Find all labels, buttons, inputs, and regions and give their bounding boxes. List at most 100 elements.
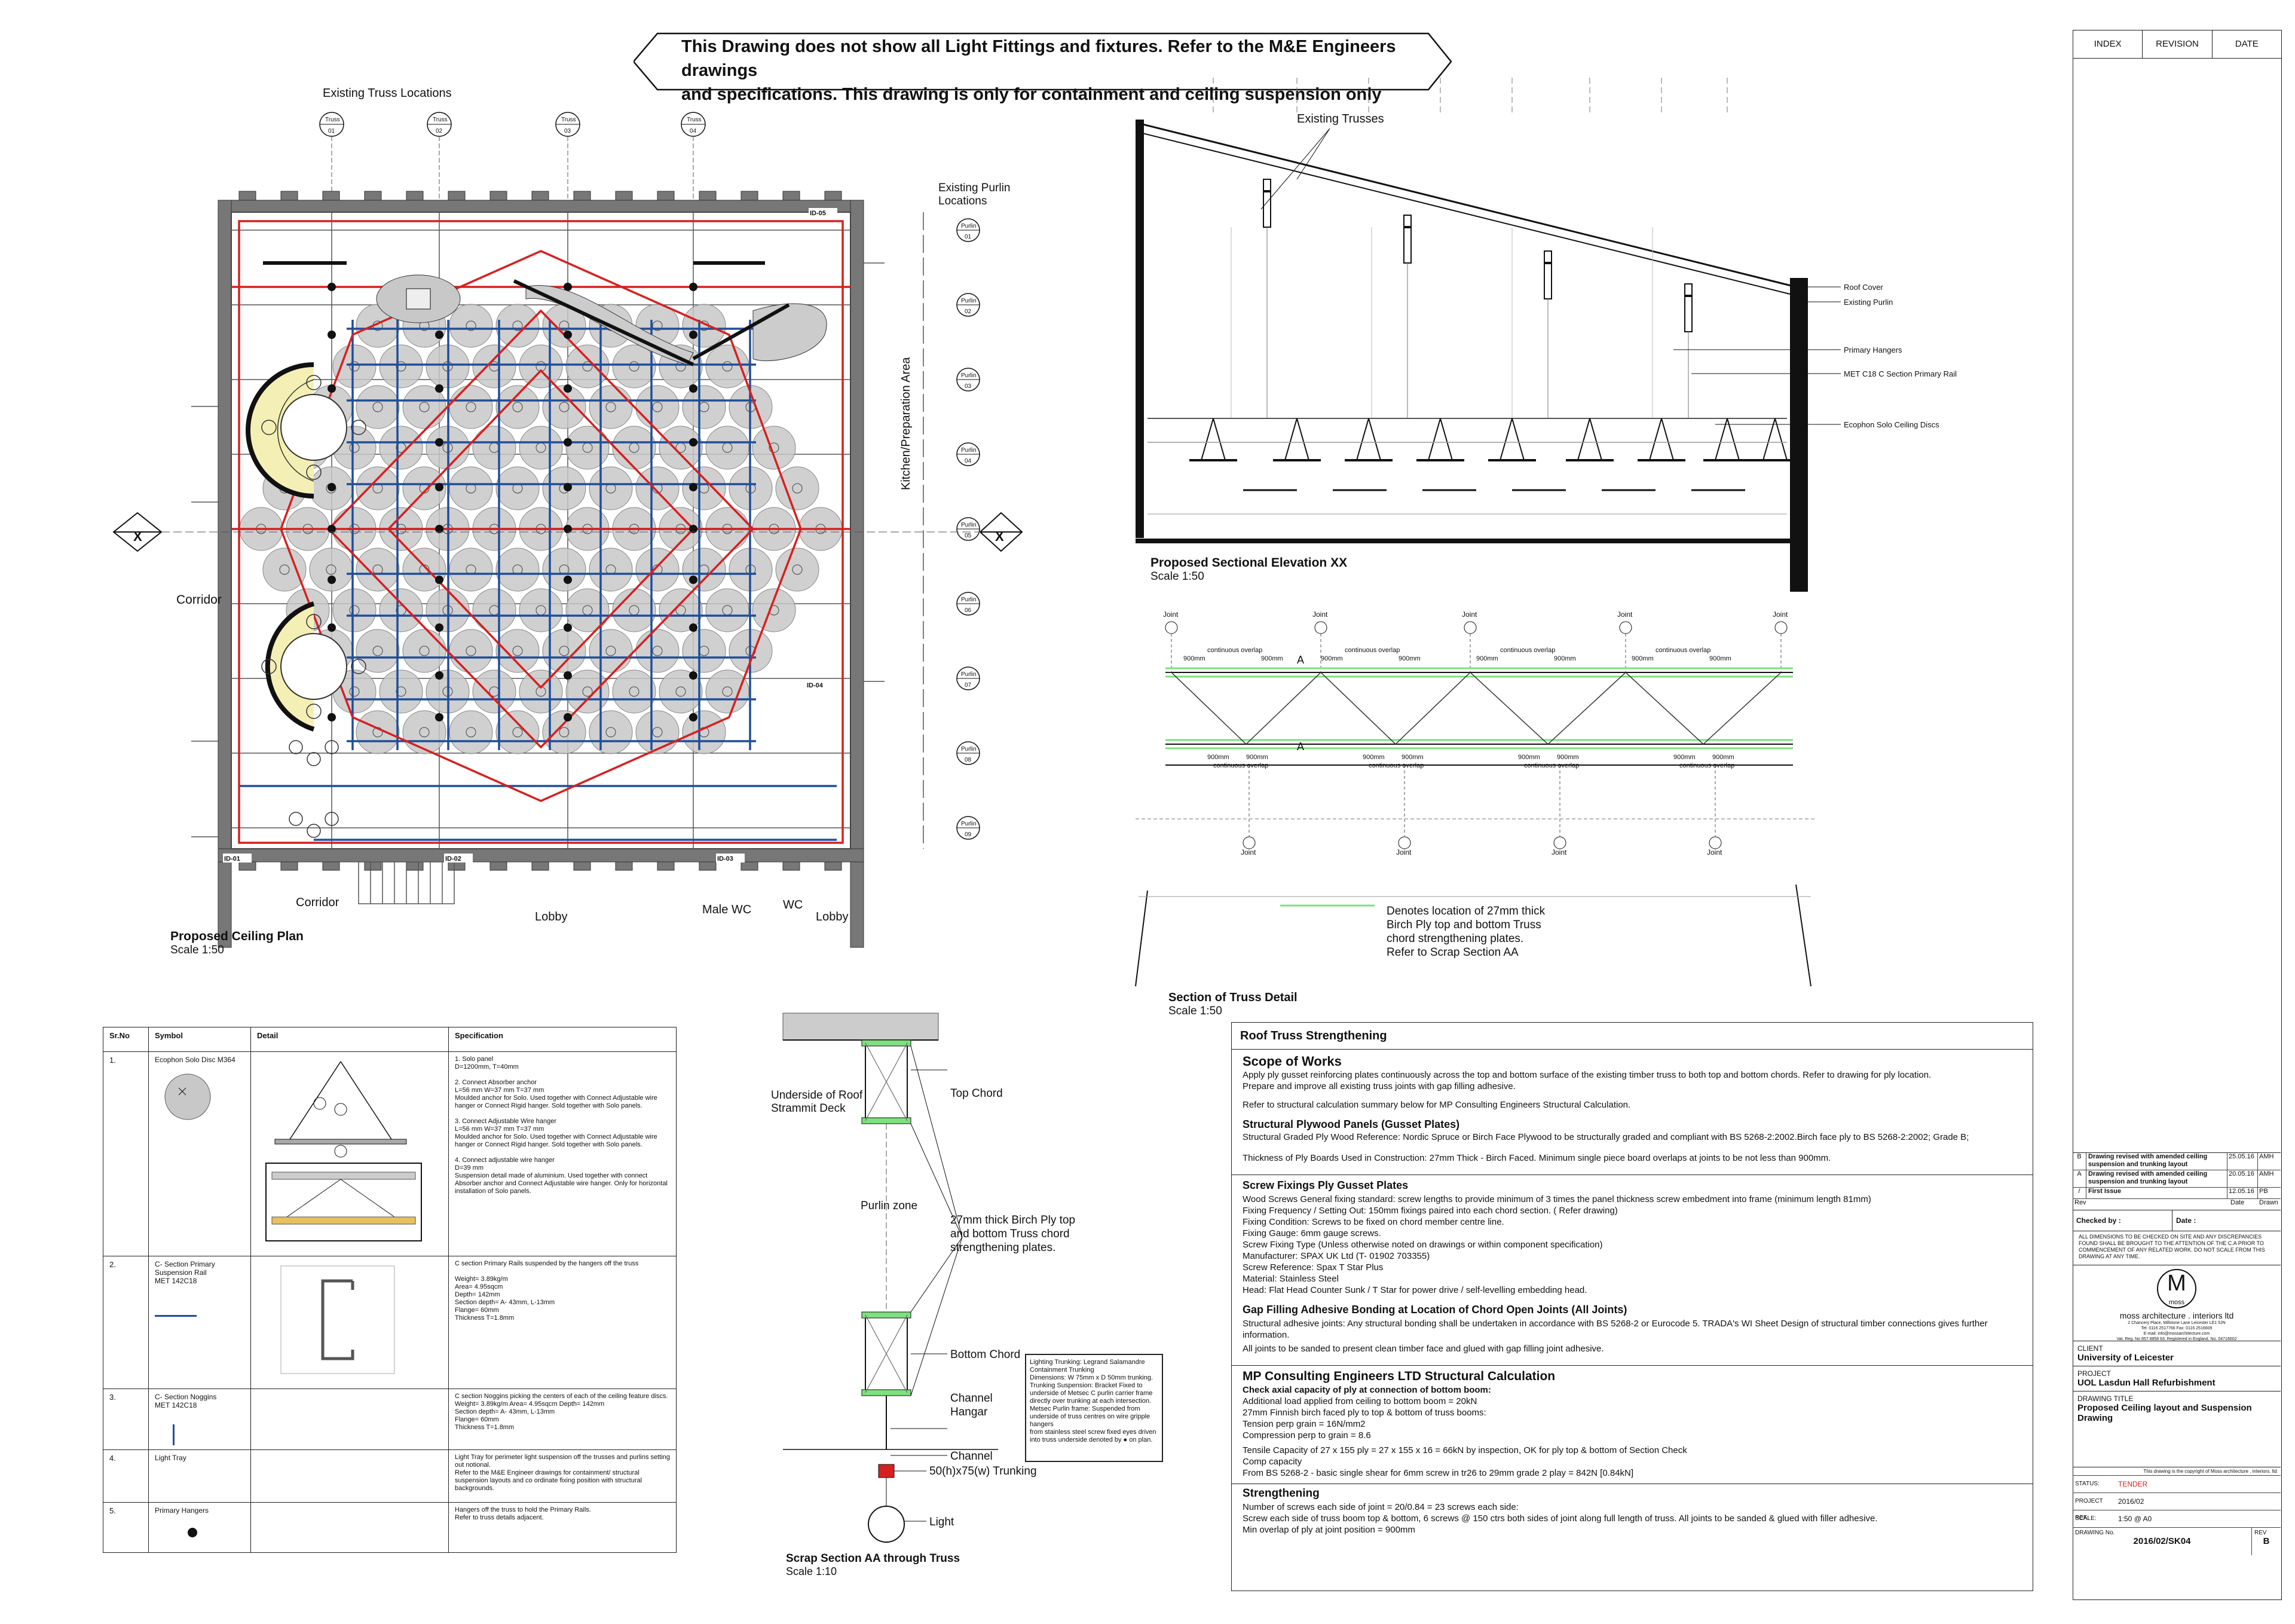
- channel-hangar-2: Hangar: [950, 1406, 988, 1418]
- door-tag-bg: [716, 854, 745, 863]
- wall-notch: [448, 861, 466, 871]
- calc-line: Check axial capacity of ply at connectio…: [1243, 1385, 1491, 1395]
- scope-line-1: Apply ply gusset reinforcing plates cont…: [1243, 1070, 1932, 1080]
- joint-tag: [1774, 621, 1788, 634]
- ceiling-disc: [495, 710, 540, 754]
- row-no: 4.: [103, 1449, 149, 1503]
- joint-label: Joint: [1241, 848, 1256, 857]
- underside-label-2: Strammit Deck: [771, 1102, 846, 1115]
- wall-notch: [824, 861, 842, 871]
- joint-label: Joint: [1396, 848, 1412, 857]
- wall-notch: [531, 861, 549, 871]
- wall-notch: [238, 191, 256, 201]
- row-spec: C section Noggins picking the centers of…: [448, 1388, 677, 1450]
- purlin-tag-text: Purlin: [961, 223, 977, 230]
- sectional-elevation: Existing Trusses Roof Cover Existing Pur…: [1135, 78, 1957, 592]
- schedule-row: 2. C- Section Primary Suspension Rail ME…: [103, 1256, 677, 1389]
- purlin-tag-id: 03: [965, 383, 972, 390]
- joint-label: Joint: [1773, 610, 1788, 619]
- ceiling-disc: [449, 385, 493, 429]
- ceiling-disc: [402, 548, 446, 592]
- gap-line-2: All joints to be sanded to present clean…: [1243, 1344, 1604, 1354]
- ceiling-disc: [379, 588, 423, 632]
- wall-notch: [322, 191, 340, 201]
- joint-tag: [1709, 836, 1722, 849]
- dim-label: 900mm: [1246, 754, 1268, 761]
- col-detail: Detail: [250, 1027, 449, 1052]
- door-tag-bg: [223, 854, 252, 863]
- logo-area: M moss moss architecture . interiors ltd…: [2073, 1269, 2281, 1341]
- wall-notch: [406, 191, 424, 201]
- ceiling-disc: [752, 588, 796, 632]
- c-section-rail-callout: MET C18 C Section Primary Rail: [1844, 369, 1957, 378]
- client-label: CLIENT: [2077, 1344, 2103, 1353]
- schedule-row: 5. Primary Hangers Hangers off the truss…: [103, 1502, 677, 1553]
- hanger-point: [564, 525, 572, 533]
- elevation-hanger: [1577, 418, 1602, 461]
- dim-label: 900mm: [1673, 754, 1696, 761]
- legend-line-3: chord strengthening plates.: [1387, 932, 1523, 945]
- purlin-zone-label: Purlin zone: [861, 1200, 917, 1212]
- section-marker-right: X: [979, 512, 1023, 552]
- door-tag-bg: [806, 680, 834, 689]
- wall-notch: [489, 191, 507, 201]
- calc-title: MP Consulting Engineers LTD Structural C…: [1243, 1369, 1556, 1383]
- banner-line-2: and specifications. This drawing is only…: [681, 85, 1382, 104]
- disc-anchor: [326, 564, 336, 575]
- wall-notch: [573, 191, 591, 201]
- hanger-point: [564, 623, 572, 632]
- channel-label: Channel: [950, 1450, 993, 1463]
- ceiling-disc: [659, 669, 703, 714]
- revision-row: A Drawing revised with amended ceiling s…: [2073, 1170, 2281, 1188]
- ceiling-disc: [449, 548, 493, 592]
- truss-tag-text: Truss: [561, 117, 576, 123]
- elevation-hanger: [1649, 418, 1674, 461]
- plywood-line-1: Structural Graded Ply Wood Reference: No…: [1243, 1132, 1969, 1142]
- kitchen-label: Kitchen/Preparation Area: [899, 357, 913, 490]
- purlin-tag-text: Purlin: [961, 821, 977, 827]
- title-block: B Drawing revised with amended ceiling s…: [2073, 1152, 2281, 1599]
- wall-notch: [489, 861, 507, 871]
- truss-tag-id: 04: [690, 128, 697, 134]
- wall-notch: [364, 861, 382, 871]
- lobby-right-label: Lobby: [816, 910, 849, 923]
- elevation-hanger: [1284, 418, 1309, 461]
- purlin-tag-text: Purlin: [961, 447, 977, 454]
- purlin-label-1: Existing Purlin: [938, 182, 1010, 194]
- joint-label: Joint: [1163, 610, 1179, 619]
- col-symbol: Symbol: [148, 1027, 251, 1052]
- rev-label: REV: [2254, 1530, 2267, 1536]
- ply-label-1: 27mm thick Birch Ply top: [950, 1214, 1075, 1227]
- truss-locations-label: Existing Truss Locations: [323, 87, 452, 100]
- ceiling-disc: [472, 588, 516, 632]
- row-spec: Light Tray for perimeter light suspensio…: [448, 1449, 677, 1503]
- hanger-point: [328, 283, 336, 291]
- ceiling-disc: [635, 629, 680, 673]
- dim-label: 900mm: [1632, 655, 1654, 662]
- wall-notch: [280, 191, 298, 201]
- door-tag-text: ID-03: [717, 855, 733, 863]
- moss-logo: M moss: [2157, 1269, 2196, 1308]
- legend-line-1: Denotes location of 27mm thick: [1387, 905, 1546, 917]
- screw-line: Screw Fixing Type (Unless otherwise note…: [1243, 1240, 1603, 1250]
- ceiling-disc: [752, 426, 796, 470]
- hanger-point: [328, 384, 336, 393]
- hanger-point: [435, 713, 443, 721]
- truss-tag-id: 02: [436, 128, 443, 134]
- overlap-label-bottom: continuous overlap: [1369, 762, 1424, 769]
- hanger-point: [564, 438, 572, 446]
- elevation-hanger: [1715, 418, 1740, 461]
- ceiling-disc: [659, 588, 703, 632]
- revision-cell: REVISION: [2143, 30, 2213, 58]
- ceiling-disc: [519, 588, 563, 632]
- hanger-point: [328, 331, 336, 339]
- hanger-point: [689, 576, 697, 584]
- diamond-rail: [327, 309, 755, 749]
- truss-tag-id: 01: [328, 128, 335, 134]
- ceiling-disc: [379, 669, 423, 714]
- wc-label: WC: [783, 898, 803, 912]
- ceiling-disc: [635, 710, 680, 754]
- joint-label: Joint: [1312, 610, 1328, 619]
